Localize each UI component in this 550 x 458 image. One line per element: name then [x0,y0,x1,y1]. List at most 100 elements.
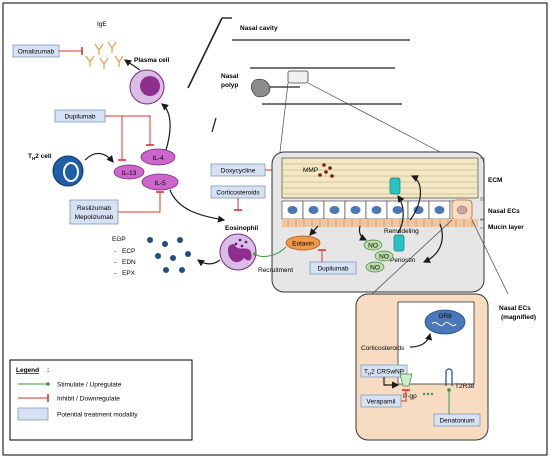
legend-treatment-swatch [17,407,49,421]
mmp-label: MMP [303,167,318,174]
nasal-polyp-label-1: Nasal [221,73,239,80]
zoom-line-left [279,82,289,153]
recruitment-label: Recruitment [258,267,293,274]
epithelial-cells [281,200,472,220]
legend-title-colon: : [47,367,49,374]
legend-stimulate-label: Stimulate / Upregulate [57,382,122,389]
egp-item-ecp: ECP [122,248,135,255]
ecm-layer [281,157,479,199]
nasal-ecs-bracket [480,199,485,220]
il5-badge [141,173,179,191]
nasal-cavity-label: Nasal cavity [240,25,278,32]
il5-label: IL-5 [154,180,166,187]
crswnp-to-pgp-arrow [383,377,400,389]
nasal-ecs-magnified-label-1: Nasal ECs [499,305,531,312]
ecm-label: ECM [488,177,502,184]
il4-to-plasma-arrow [161,103,171,151]
nasal-ecs-label: Nasal ECs [488,208,520,215]
ec-to-no-arrow [358,225,368,241]
nasal-polyp-label-2: polyp [221,82,238,89]
zoom-line-ec-left [371,219,453,295]
nasal-cavity-illustration: Nasal cavity Nasal polyp [187,17,410,133]
egp-granules [147,237,191,273]
egp-dash-2: - [114,259,116,266]
egp-dash-3: - [114,270,116,277]
eotaxin-recruit-arrow [253,246,287,257]
ec-to-periostin-arrow [422,223,443,263]
plasma-cell-label: Plasma cell [134,57,170,64]
th2-to-il-arrow [84,152,114,163]
no-badge-2 [374,250,394,262]
anti-il5-inhibit-arrow [118,191,164,213]
t2r38-receptor [445,368,453,386]
eosinophil-nucleus [228,244,252,263]
remodeling-label: Remodeling [384,228,419,235]
corticosteroids-2-label: Corticosteroids [361,345,405,352]
mucin-bracket [480,219,485,229]
dupilumab-box-tissue [309,261,357,275]
denatonium-box [433,413,481,427]
eotaxin-badge [285,235,321,251]
mucin-layer-label: Mucin layer [488,224,524,231]
verapamil-inhibit-arrow [401,389,410,402]
no-badge-3 [365,261,385,273]
il13-badge [113,164,145,180]
eosinophil-to-egp-arrow [197,259,221,267]
legend-title: Legend [16,367,39,374]
no-label-1: NO [368,243,378,250]
zoom-line-right [307,82,441,153]
mepolizumab-label: Mepolizumab [75,214,114,221]
magnified-ec-nucleus [456,205,468,215]
ecm-fibres [282,163,478,195]
egp-label: EGP [112,236,126,243]
legend-inhibit-label: Inhibit / Downregulate [57,396,120,403]
eosinophil-label: Eosinophil [225,225,258,232]
nasal-ecs-magnified-label-2: (magnified) [501,314,536,321]
dupilumab-inhibit-il4 [105,115,154,146]
remodeling-arrow [397,195,405,234]
th2-cell-inner [65,164,77,180]
eotaxin-label: Eotaxin [292,241,314,248]
legend-box [9,359,193,441]
omalizumab-label: Omalizumab [18,49,55,56]
denatonium-label: Denatonium [439,418,474,425]
no-label-2: NO [379,254,389,261]
no-label-3: NO [370,265,380,272]
ecm-bracket [480,157,485,199]
il4-badge [140,148,176,166]
nasal-polyp-shape [250,78,271,98]
dupilumab-label-tissue: Dupilumab [317,266,348,273]
il13-label: IL-13 [122,170,137,177]
egp-dash-1: - [114,248,116,255]
pgp-dots [422,392,434,396]
egp-item-edn: EDN [122,259,136,266]
gr8-nucleus [424,309,466,335]
no-badge-1 [363,239,383,251]
plasma-to-ige-arrow [124,59,141,71]
cilia [287,219,473,227]
ec-to-eotaxin-arrow [309,225,319,236]
il4-label: IL-4 [152,155,164,162]
corticosteroids-label: Corticosteroids [216,190,260,197]
corticosteroids-to-gr-arrow [409,332,433,348]
t2r38-label: T2R38 [455,383,475,390]
plasma-cell-nucleus [140,76,160,96]
dna-helix [431,321,457,327]
periostin-block [393,234,405,252]
ige-antibodies [85,41,124,69]
th2-crswnp-label: TH2 CRSwNP [364,369,404,377]
legend-treatment-label: Potential treatment modality [57,412,138,419]
ec-to-ecm-arrow [409,175,421,221]
gr8-label: GR8 [438,313,452,320]
periostin-ecm-block [389,177,401,195]
th2-cell-label: TH2 cell [28,153,52,161]
zoom-line-ec-right [471,219,509,295]
pgp-transporter [399,373,413,387]
cilia-layer [282,219,478,227]
reslizumab-label: Reslizumab [77,205,111,212]
magnify-source-box [287,70,309,84]
ige-label: IgE [97,21,107,28]
il5-to-eosinophil-arrow [169,189,226,223]
